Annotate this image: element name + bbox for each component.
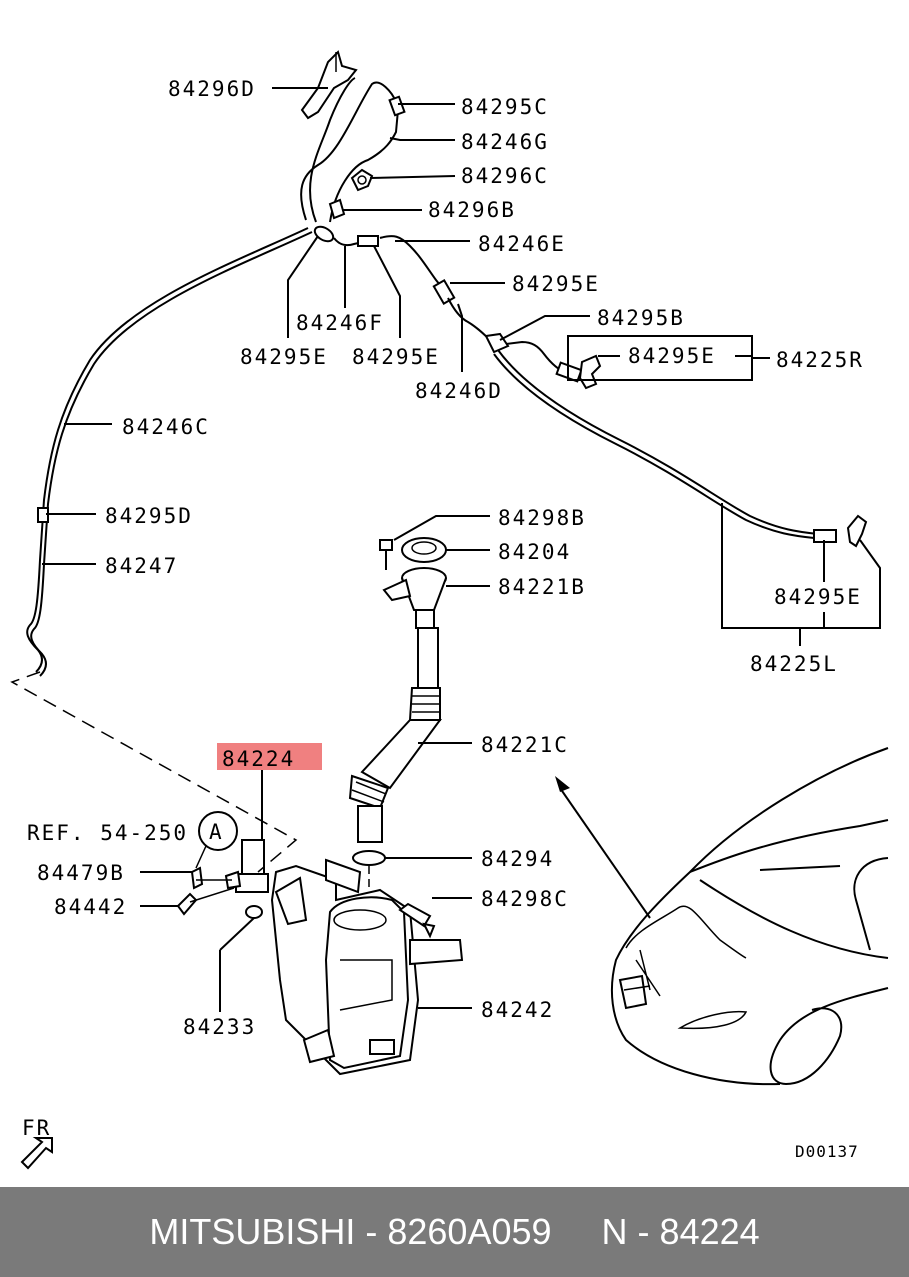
label-84246F: 84246F [296, 311, 384, 335]
footer-no-prefix: N [601, 1211, 628, 1252]
label-84294: 84294 [481, 847, 554, 871]
label-84204: 84204 [498, 540, 571, 564]
label-84295B: 84295B [597, 306, 685, 330]
label-84295E-a: 84295E [512, 272, 600, 296]
part-labels: 84296D 84295C 84246G 84296C 84296B 84246… [22, 77, 864, 1161]
label-84295D: 84295D [105, 504, 193, 528]
footer-separator: - [355, 1211, 388, 1252]
label-84221C: 84221C [481, 733, 569, 757]
footer-gap [552, 1211, 602, 1253]
footer-brand: MITSUBISHI [149, 1211, 356, 1252]
label-84225R: 84225R [776, 348, 864, 372]
reference-circle-a [198, 811, 238, 851]
hose-routing [26, 50, 868, 677]
label-ref-54-250: REF. 54-250 [27, 821, 188, 845]
diagram-code: D00137 [795, 1142, 859, 1161]
highlight-box-84224 [217, 743, 322, 770]
label-84221B: 84221B [498, 575, 586, 599]
footer-separator-2: - [627, 1211, 660, 1252]
label-84296B: 84296B [428, 198, 516, 222]
label-84246G: 84246G [461, 130, 549, 154]
footer-bar: MITSUBISHI - 8260A059 N - 84224 [0, 1187, 909, 1277]
label-84295E-d: 84295E [352, 345, 440, 369]
label-84298C: 84298C [481, 887, 569, 911]
label-84442: 84442 [54, 895, 127, 919]
footer-ref-number: 84224 [659, 1211, 760, 1252]
leader-lines [42, 87, 881, 646]
label-84296D: 84296D [168, 77, 256, 101]
label-84246E: 84246E [478, 232, 566, 256]
washer-tank [270, 858, 472, 1076]
footer-part-number: 8260A059 [387, 1211, 552, 1252]
reference-dash-line [10, 671, 298, 873]
label-84242: 84242 [481, 998, 554, 1022]
label-84295E-e: 84295E [774, 585, 862, 609]
label-84295E-c: 84295E [240, 345, 328, 369]
label-84224: 84224 [222, 747, 295, 771]
washer-pump [140, 770, 269, 1012]
label-circle-a: A [209, 820, 224, 844]
label-84246D: 84246D [415, 379, 503, 403]
label-84233: 84233 [183, 1015, 256, 1039]
label-84479B: 84479B [37, 861, 125, 885]
label-84225L: 84225L [750, 652, 838, 676]
label-84295C: 84295C [461, 95, 549, 119]
label-84298B: 84298B [498, 506, 586, 530]
filler-neck-assembly [348, 515, 651, 919]
label-fr: FR [22, 1116, 51, 1140]
parts-diagram: 84296D 84295C 84246G 84296C 84296B 84246… [10, 50, 889, 1170]
label-84247: 84247 [105, 554, 178, 578]
front-direction-arrow [20, 1137, 53, 1170]
label-84246C: 84246C [122, 415, 210, 439]
vehicle-outline [610, 747, 889, 1086]
label-84295E-b: 84295E [628, 344, 716, 368]
label-84296C: 84296C [461, 164, 549, 188]
